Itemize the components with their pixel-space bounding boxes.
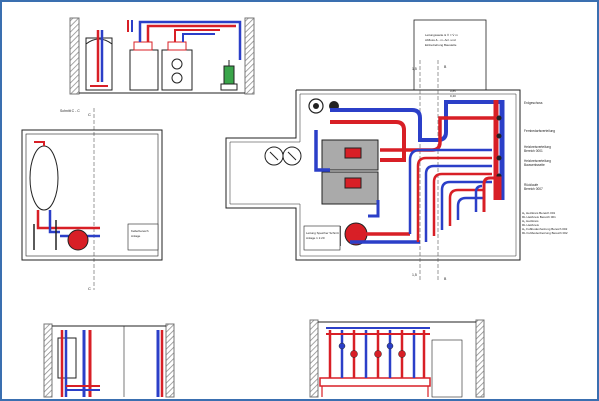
svg-text:Erdgeschoss: Erdgeschoss: [524, 101, 543, 105]
section-marker-left: Schnitt C - C C C: [60, 108, 95, 291]
svg-text:Leitung Speicher Schnitt: Leitung Speicher Schnitt: [306, 231, 339, 235]
svg-text:Bereich 0001: Bereich 0001: [524, 149, 543, 153]
svg-text:0,40: 0,40: [450, 94, 456, 98]
svg-text:RL Fußbodenheizung Bereich 002: RL Fußbodenheizung Bereich 002: [522, 231, 568, 235]
elevation-bottom-right: [309, 319, 485, 398]
svg-text:RL Heizkreis: RL Heizkreis: [522, 223, 539, 227]
svg-text:Fernbedarfsverteilung: Fernbedarfsverteilung: [524, 129, 555, 133]
svg-text:Bauwerksseite: Bauwerksseite: [524, 163, 545, 167]
svg-text:Anlage 1 1:20: Anlage 1 1:20: [306, 236, 325, 240]
svg-text:Kellerbereich: Kellerbereich: [131, 229, 149, 233]
svg-text:1,5: 1,5: [412, 273, 417, 277]
svg-text:Abfluss & - m- Anl. und: Abfluss & - m- Anl. und: [425, 38, 456, 42]
svg-text:RL Heizkreis Bereich 001: RL Heizkreis Bereich 001: [522, 215, 556, 219]
svg-text:Schnitt C - C: Schnitt C - C: [60, 109, 80, 113]
svg-text:C: C: [88, 112, 91, 117]
svg-text:0,85: 0,85: [450, 89, 456, 93]
svg-text:Leitungsweite & V̇ = V̇ m: Leitungsweite & V̇ = V̇ m: [425, 33, 458, 37]
svg-text:B: B: [444, 277, 447, 281]
plan-left: Kellerbereich Anlage: [21, 129, 163, 261]
elevation-top-left: [69, 17, 255, 95]
svg-text:C: C: [88, 286, 91, 291]
svg-text:Anlage: Anlage: [131, 234, 141, 238]
svg-text:Bereich 0007: Bereich 0007: [524, 187, 543, 191]
svg-text:Heizkreisverteilung: Heizkreisverteilung: [524, 145, 551, 149]
svg-text:B: B: [444, 65, 447, 69]
svg-text:Rücklaufe: Rücklaufe: [524, 183, 538, 187]
svg-text:Heizkreisverteilung: Heizkreisverteilung: [524, 159, 551, 163]
svg-text:Einbeziehung Baustelle: Einbeziehung Baustelle: [425, 43, 457, 47]
right-labels: Erdgeschoss Fernbedarfsverteilung Heizkr…: [522, 101, 568, 235]
elevation-bottom-left: [43, 323, 175, 398]
plan-central: Leitungsweite & V̇ = V̇ m Abfluss & - m-…: [225, 19, 521, 281]
svg-text:H₂ Heizkreis: H₂ Heizkreis: [522, 219, 539, 223]
svg-text:1,5: 1,5: [412, 67, 417, 71]
svg-text:H₃ Fußbodenheizung Bereich 002: H₃ Fußbodenheizung Bereich 002: [522, 227, 568, 231]
svg-text:H₁ Heizkreis Bereich 001: H₁ Heizkreis Bereich 001: [522, 211, 556, 215]
